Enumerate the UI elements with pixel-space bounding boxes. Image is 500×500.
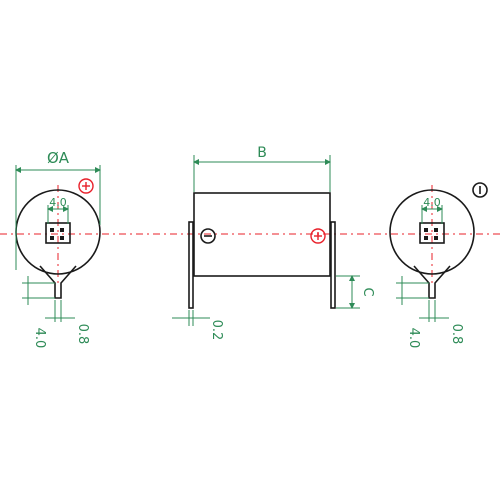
left-pin-height-label: 4.0	[32, 328, 47, 349]
right-negative-icon	[472, 182, 488, 198]
tab-thickness-label: 0.2	[209, 320, 224, 341]
side-positive-icon	[310, 228, 326, 244]
right-pin-height-label: 4.0	[406, 328, 421, 349]
right-end-view: 4.0 4.0 0.8	[389, 182, 488, 349]
left-end-view: ØA 4.0 4.0 0.8	[15, 149, 101, 349]
left-pin-plate	[45, 222, 71, 244]
left-pin-spacing-label: 4.0	[49, 196, 67, 209]
right-pin-leg	[413, 265, 451, 299]
right-pin-plate	[419, 222, 445, 244]
left-tab	[188, 221, 194, 309]
offset-label: C	[360, 287, 375, 296]
right-tab	[330, 221, 336, 309]
side-negative-icon	[200, 228, 216, 244]
left-positive-icon	[78, 178, 94, 194]
side-view: B C 0.2	[172, 145, 375, 340]
left-pin-width-label: 0.8	[75, 324, 90, 345]
diameter-label: ØA	[47, 149, 70, 167]
cell-body	[193, 192, 331, 277]
right-pin-spacing-label: 4.0	[423, 196, 441, 209]
left-pin-leg	[39, 265, 77, 299]
length-label: B	[257, 145, 267, 161]
right-pin-width-label: 0.8	[449, 324, 464, 345]
right-cell-outline	[389, 189, 475, 275]
